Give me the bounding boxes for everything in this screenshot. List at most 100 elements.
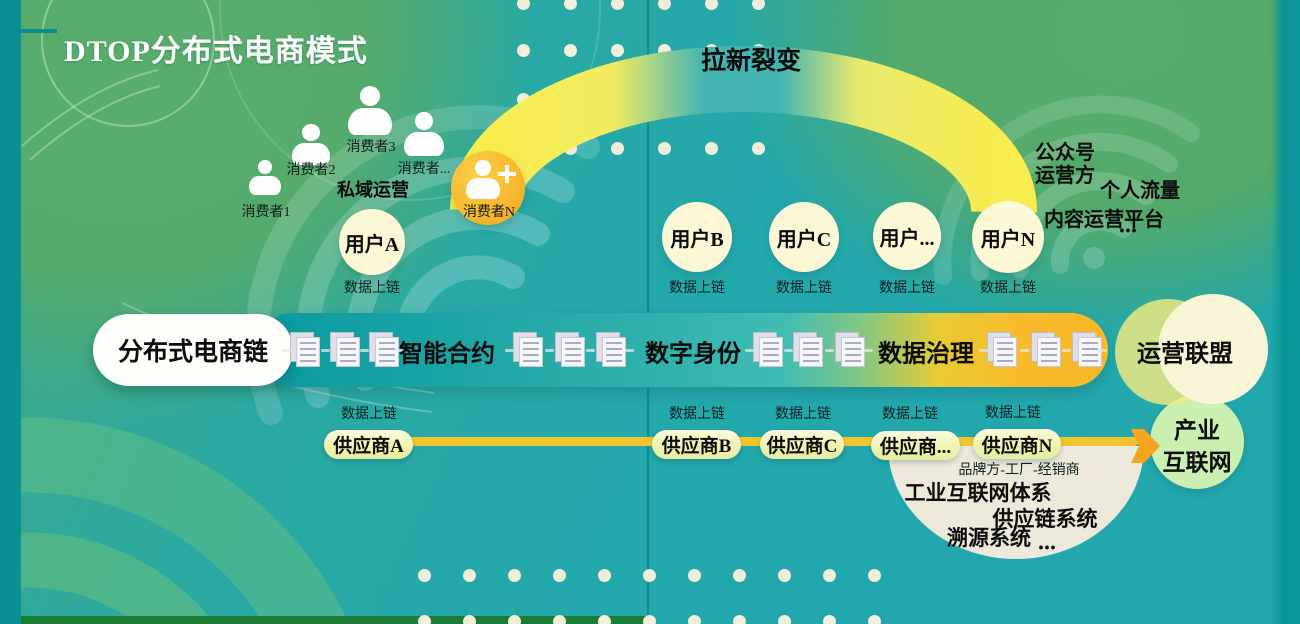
supplier-pill: 供应商A [324, 430, 413, 459]
dot [732, 568, 746, 582]
bottom-strip [21, 616, 648, 624]
link-dash [505, 349, 514, 352]
link-dash [395, 349, 404, 352]
data-chain-note: 数据上链 [344, 281, 400, 296]
dot [751, 141, 765, 155]
supplier-label: 供应商C [766, 436, 838, 457]
supplier-pill: 供应商... [871, 431, 960, 460]
link-dash [825, 349, 834, 352]
link-dash [625, 349, 634, 352]
dot [610, 0, 624, 10]
data-chain-note: 数据上链 [985, 406, 1041, 421]
dot [657, 0, 671, 10]
panel-ellipsis: ... [1038, 529, 1056, 556]
supplier-pill: 供应商B [652, 430, 741, 459]
link-dash [1020, 349, 1029, 352]
data-chain-note: 数据上链 [775, 407, 831, 422]
document-stack-icon [290, 332, 321, 368]
user-label: 用户A [344, 233, 400, 256]
traffic-source-line: 内容运营平台 [1044, 209, 1164, 231]
link-dash [321, 349, 330, 352]
divider-line [647, 0, 649, 616]
dot [417, 568, 431, 582]
chain-head-label: 分布式电商链 [117, 339, 268, 366]
document-stack-icon [1072, 332, 1103, 368]
link-dash [784, 349, 793, 352]
supplier-label: 供应商N [981, 435, 1053, 457]
consumer-label: 消费者2 [286, 163, 336, 178]
dot [867, 614, 881, 624]
dot [777, 614, 791, 624]
data-chain-note: 数据上链 [341, 407, 397, 422]
panel-role-label: 品牌方-工厂-经销商 [958, 463, 1080, 478]
dot [563, 0, 577, 10]
consumer-label: 消费者3 [346, 140, 396, 155]
user-label: 用户C [776, 228, 832, 251]
user-label: 用户N [980, 228, 1036, 251]
right-edge-bar [1270, 0, 1300, 624]
dot [867, 568, 881, 582]
dot [687, 568, 701, 582]
dot [516, 0, 530, 10]
dot [552, 568, 566, 582]
user-circle: 用户B [662, 202, 732, 272]
supplier-label: 供应商A [333, 436, 404, 457]
data-chain-note: 数据上链 [980, 281, 1036, 296]
user-circle: 用户... [873, 202, 941, 270]
document-stack-icon [555, 332, 586, 368]
data-chain-note: 数据上链 [882, 407, 938, 422]
dot [462, 568, 476, 582]
traffic-source-line: 公众号 [1035, 142, 1095, 164]
chain-segment-label: 数据治理 [878, 341, 974, 368]
dot [822, 568, 836, 582]
dot [597, 614, 611, 624]
consumer-icon [249, 160, 281, 196]
chain-head-pill: 分布式电商链 [93, 314, 293, 386]
consumer-label: 消费者... [397, 162, 451, 177]
dot [777, 568, 791, 582]
chain-tail-label: 运营联盟 [1137, 341, 1233, 368]
dot [610, 43, 624, 57]
plus-icon [498, 165, 516, 183]
document-stack-icon [513, 332, 544, 368]
user-circle: 用户C [769, 202, 839, 272]
dot [642, 568, 656, 582]
link-dash [545, 349, 554, 352]
dot [552, 614, 566, 624]
dot [751, 0, 765, 10]
document-stack-icon [987, 332, 1018, 368]
poster-title: DTOP分布式电商模式 [64, 35, 368, 68]
fission-arc-label: 拉新裂变 [700, 48, 802, 75]
link-dash [745, 349, 754, 352]
consumer-icon [404, 112, 444, 157]
dot [657, 141, 671, 155]
dot [642, 614, 656, 624]
user-label: 用户... [879, 227, 935, 250]
data-chain-note: 数据上链 [669, 281, 725, 296]
chain-segment-label: 数字身份 [645, 341, 741, 368]
document-stack-icon [369, 332, 400, 368]
document-stack-icon [1031, 332, 1062, 368]
user-label: 用户B [670, 228, 724, 251]
link-dash [360, 349, 369, 352]
document-stack-icon [835, 332, 866, 368]
chain-segment-label: 智能合约 [399, 341, 495, 368]
industry-internet-circle [1150, 395, 1244, 489]
data-chain-note: 数据上链 [776, 281, 832, 296]
document-stack-icon [596, 332, 627, 368]
new-consumer-label: 消费者N [462, 205, 516, 220]
supplier-line [368, 437, 1138, 446]
link-dash [979, 349, 988, 352]
industry-internet-label: 产业 [1174, 418, 1220, 443]
left-edge-bar [0, 0, 21, 624]
left-edge-tick [0, 29, 57, 33]
link-dash [1062, 349, 1071, 352]
dot [507, 614, 521, 624]
dot [687, 614, 701, 624]
panel-item: 溯源系统 [947, 526, 1031, 550]
dot [704, 0, 718, 10]
dot [822, 614, 836, 624]
